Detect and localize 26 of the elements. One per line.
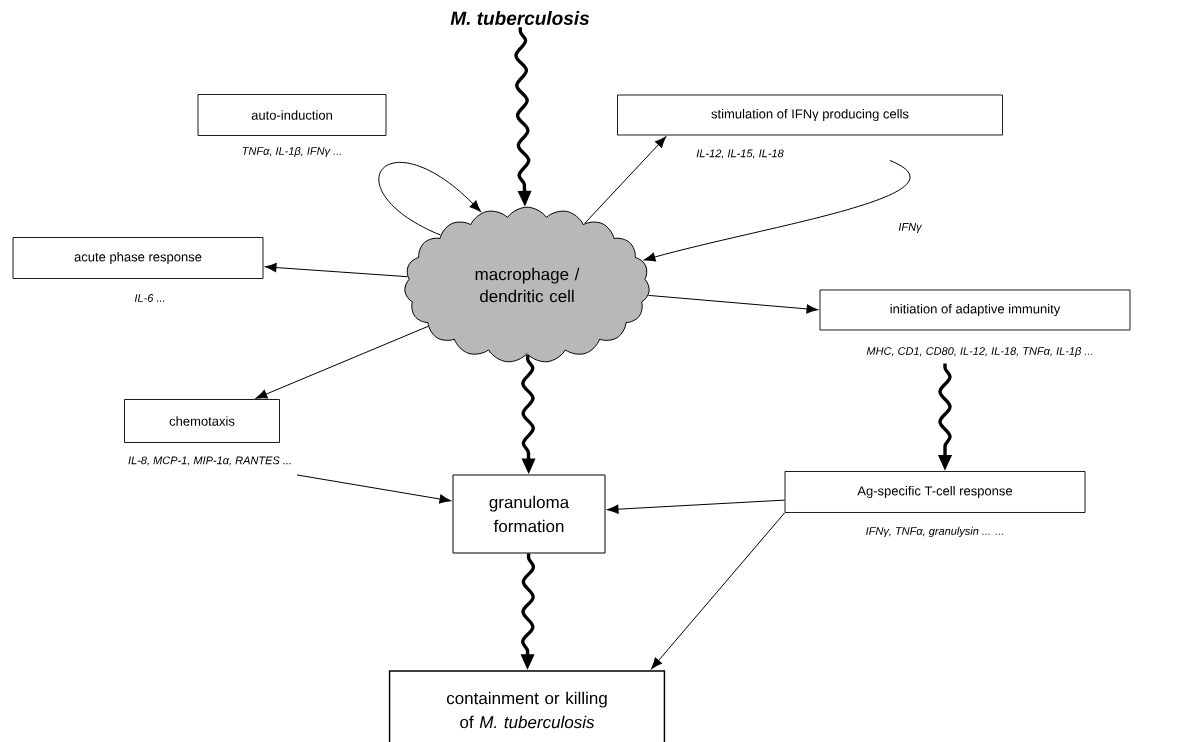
organism-label: M. tuberculosis [450, 11, 589, 25]
outcome-box: containment or killing of M. tuberculosis [388, 670, 666, 742]
process-box: acute phase response [12, 237, 264, 279]
process-box: chemotaxis [124, 399, 280, 443]
arrow [296, 474, 451, 504]
process-box: auto-induction [197, 94, 387, 136]
curved-arrow [643, 159, 911, 262]
arrow [647, 294, 819, 314]
process-box: Ag-specific T-cell response [784, 471, 1086, 513]
edge-label: IFNγ [897, 222, 923, 234]
cytokine-list: IFNγ, TNFα, granulysin ... ... [866, 526, 1003, 538]
curved-arrow [378, 161, 481, 236]
cytokine-list: TNFα, IL-1β, IFNγ ... [242, 146, 341, 158]
cytokine-list: MHC, CD1, CD80, IL-12, IL-18, TNFα, IL-1β ... [866, 346, 1093, 358]
cytokine-list: IL-6 ... [134, 294, 165, 302]
cytokine-list: IL-12, IL-15, IL-18 [696, 149, 784, 159]
cell-cloud: macrophage / dendritic cell [404, 206, 650, 363]
outcome-box: granuloma formation [452, 474, 606, 554]
arrow [264, 262, 408, 278]
arrow [255, 325, 429, 399]
arrow [607, 499, 786, 514]
process-box: stimulation of IFNγ producing cells [617, 94, 1003, 136]
arrow [584, 136, 667, 224]
process-box: initiation of adaptive immunity [819, 289, 1131, 331]
arrow [651, 512, 786, 670]
cytokine-list: IL-8, MCP-1, MIP-1α, RANTES ... [128, 456, 291, 466]
